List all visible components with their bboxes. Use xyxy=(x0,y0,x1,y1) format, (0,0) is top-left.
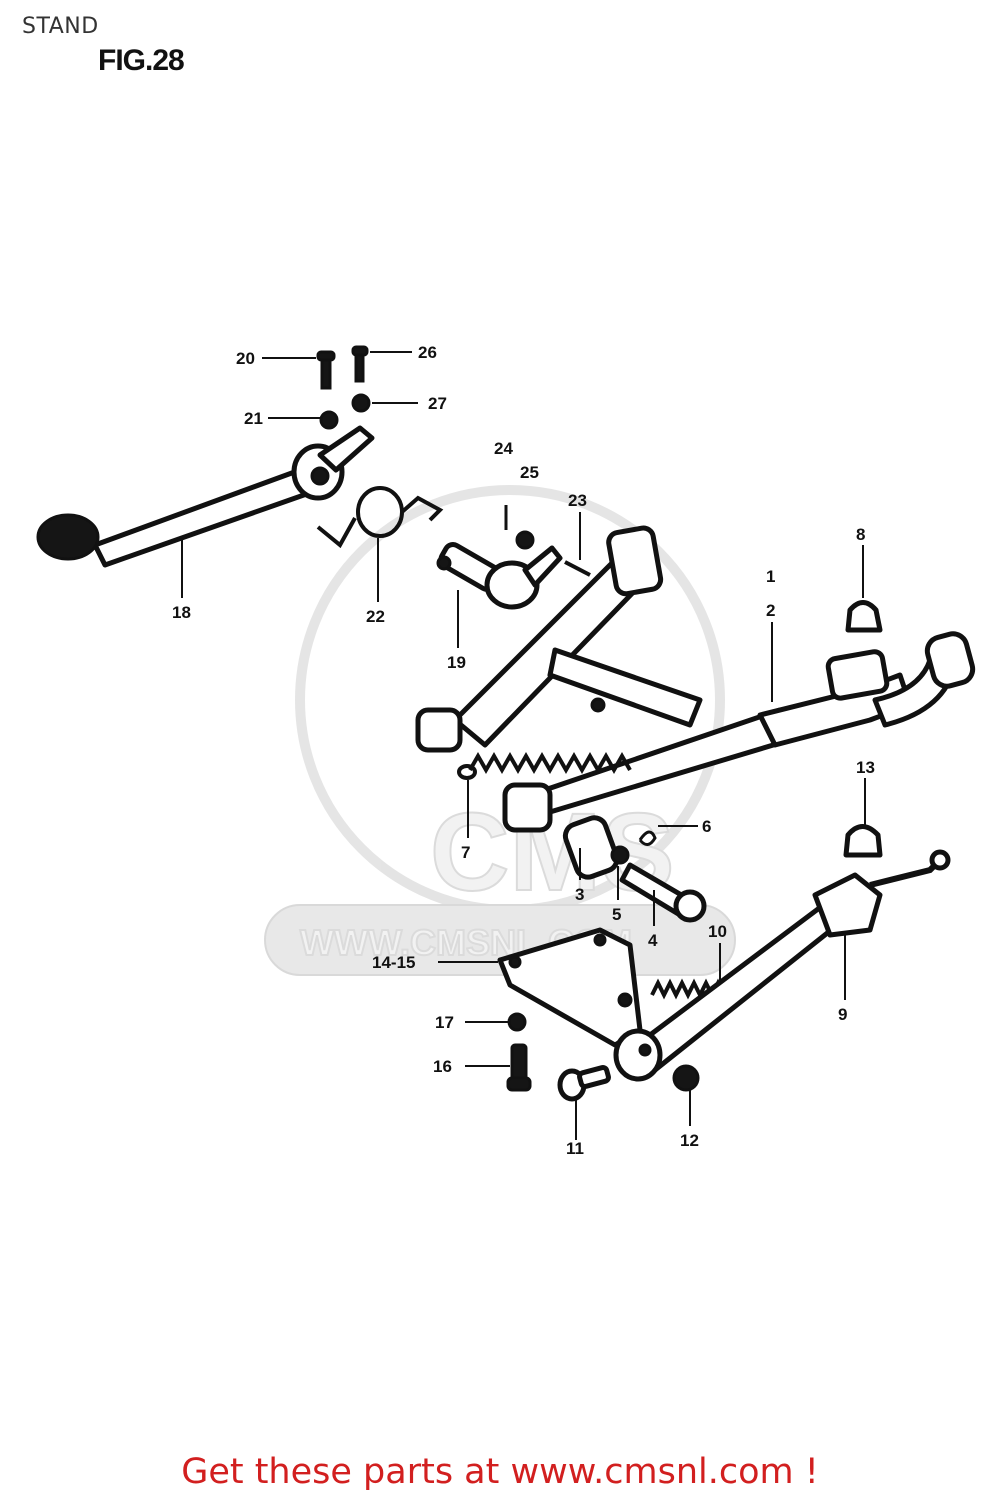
callout-27: 27 xyxy=(428,394,447,413)
callout-8: 8 xyxy=(856,525,865,544)
callout-16: 16 xyxy=(433,1057,452,1076)
callout-4: 4 xyxy=(648,931,658,950)
callout-5: 5 xyxy=(612,905,621,924)
part-5-washer xyxy=(610,845,630,865)
callout-17: 17 xyxy=(435,1013,454,1032)
callout-11: 11 xyxy=(566,1139,584,1158)
part-18-pedal xyxy=(36,425,375,568)
callout-10: 10 xyxy=(708,922,727,941)
callout-12: 12 xyxy=(680,1131,699,1150)
callout-18: 18 xyxy=(172,603,191,622)
leader-lines xyxy=(181,351,866,1140)
part-19-shaft xyxy=(436,542,563,610)
callout-1: 1 xyxy=(766,567,775,586)
part-25-nut xyxy=(515,530,535,550)
part-8-cap xyxy=(845,600,883,633)
part-17-nut xyxy=(507,1012,527,1032)
part-26-bolt xyxy=(351,345,369,383)
part-3-collar xyxy=(562,815,620,880)
part-7-spring xyxy=(468,751,632,775)
part-27-washer xyxy=(351,393,371,413)
part-9-side-stand xyxy=(613,849,951,1082)
buy-parts-link[interactable]: Get these parts at www.cmsnl.com ! xyxy=(181,1452,819,1492)
callout-13: 13 xyxy=(856,758,875,777)
part-21-washer xyxy=(319,410,339,430)
part-20-bolt xyxy=(316,350,336,390)
part-1-2-main-stand xyxy=(415,525,976,833)
part-22-spring xyxy=(316,486,444,549)
page-title: STAND xyxy=(22,14,99,39)
callout-2: 2 xyxy=(766,601,775,620)
callout-7: 7 xyxy=(461,843,470,862)
part-11-bolt xyxy=(557,1065,611,1102)
callout-25: 25 xyxy=(520,463,539,482)
part-4-bolt xyxy=(619,862,707,923)
callout-3: 3 xyxy=(575,885,584,904)
callout-24: 24 xyxy=(494,439,513,458)
callout-9: 9 xyxy=(838,1005,847,1024)
callout-14-15: 14-15 xyxy=(372,953,415,972)
part-12-nut xyxy=(672,1064,700,1092)
callout-19: 19 xyxy=(447,653,466,672)
part-13-cap xyxy=(843,824,883,858)
callout-21: 21 xyxy=(244,409,263,428)
callout-22: 22 xyxy=(366,607,385,626)
part-6-clip xyxy=(638,830,657,846)
figure-label: FIG.28 xyxy=(98,44,185,77)
part-16-bolt xyxy=(506,1043,532,1092)
callout-20: 20 xyxy=(236,349,255,368)
callout-23: 23 xyxy=(568,491,587,510)
part-23-pin xyxy=(564,560,591,577)
callout-26: 26 xyxy=(418,343,437,362)
callout-6: 6 xyxy=(702,817,711,836)
